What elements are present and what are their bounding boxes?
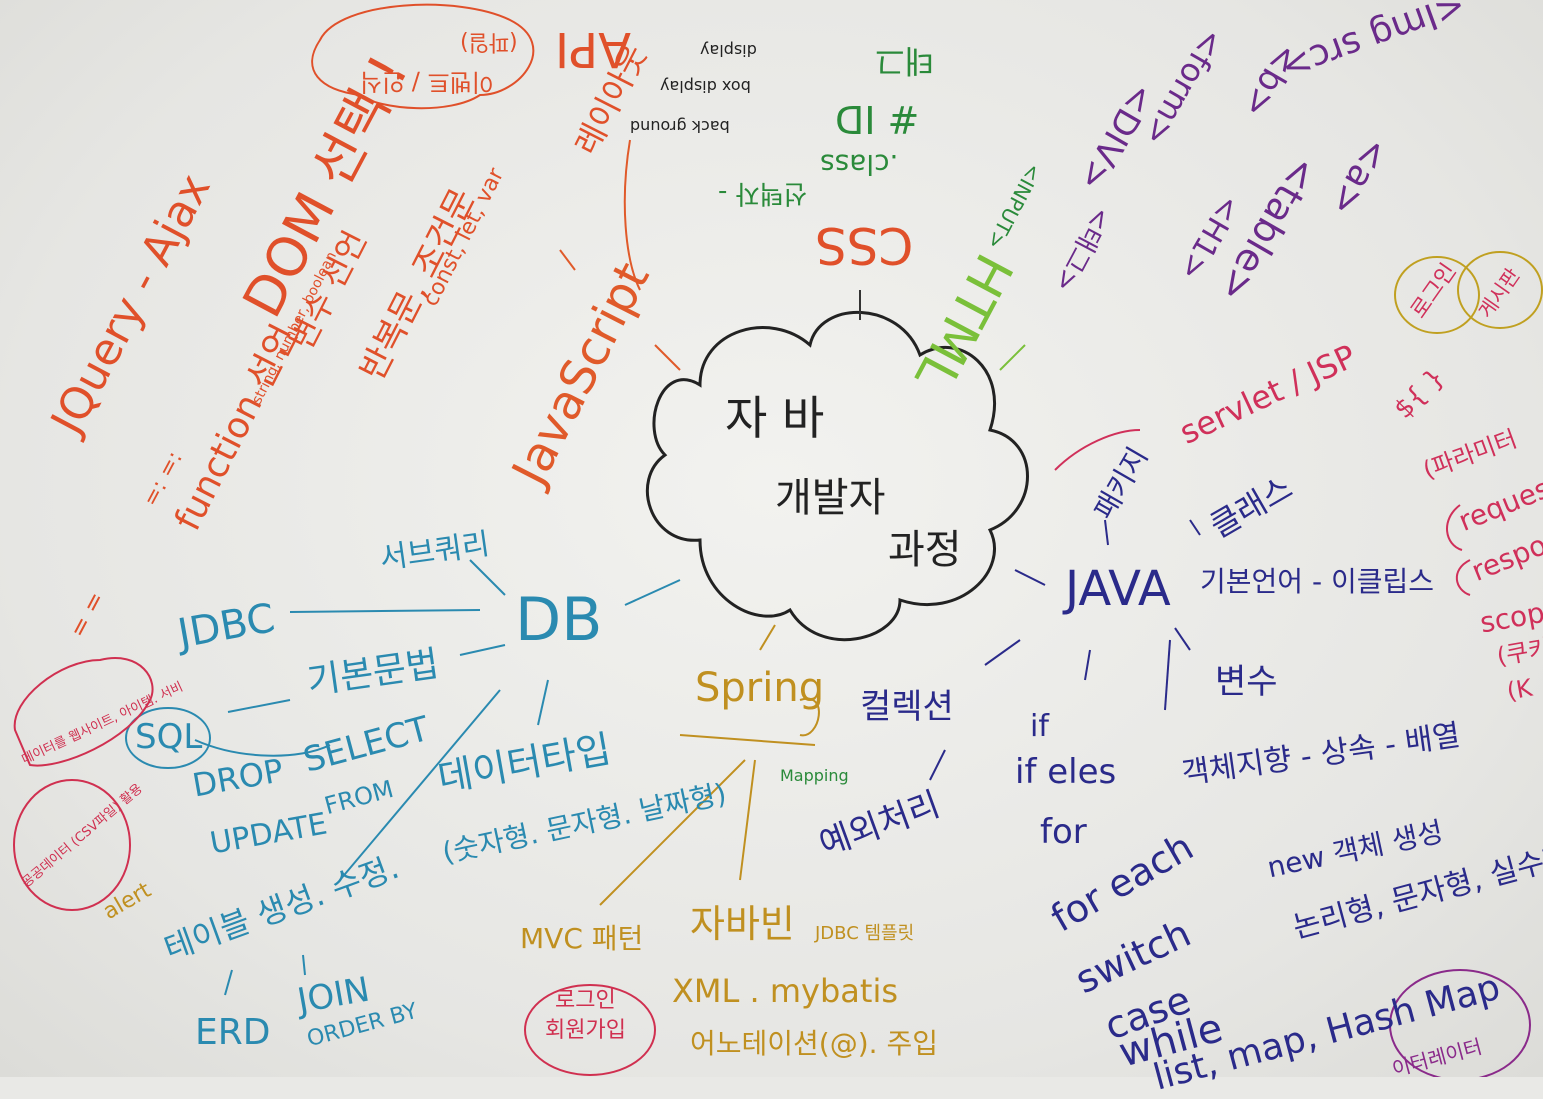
cloud-top-label: 이벤트 / 인식	[360, 68, 494, 96]
css-props2: box display	[660, 77, 751, 96]
center-title: 자 바	[725, 391, 825, 445]
java-for: for	[1040, 812, 1087, 852]
css-selector: 선택자 -	[718, 178, 808, 208]
servlet-cookie: (쿠키	[1494, 633, 1543, 671]
java-collection: 컬렉션	[860, 687, 954, 727]
css-title: CSS	[815, 216, 914, 274]
spring-bean: 자바빈	[690, 902, 795, 946]
db-erd: ERD	[195, 1012, 271, 1053]
spring-mvc: MVC 패턴	[520, 922, 644, 955]
spring-title: Spring	[695, 665, 825, 711]
center-caption: 과정	[888, 527, 962, 573]
api-sub-label: (파일)	[460, 29, 518, 54]
spring-jdbc-template: JDBC 템플릿	[815, 923, 915, 944]
java-if: if	[1030, 709, 1049, 744]
servlet-k: (K	[1504, 673, 1535, 706]
center-subtitle: 개발자	[775, 475, 886, 521]
spring-join: 회원가입	[545, 1018, 626, 1043]
css-class: .class	[820, 148, 899, 181]
css-props1: back ground	[630, 117, 730, 136]
db-sql: SQL	[135, 717, 203, 757]
spring-xml: XML . mybatis	[672, 972, 899, 1010]
connector-lines	[13, 3, 1543, 1077]
db-title: DB	[515, 585, 603, 655]
css-id: # ID	[835, 97, 920, 141]
java-title: JAVA	[1065, 561, 1171, 617]
spring-mapping: Mapping	[780, 766, 849, 785]
pink-cloud-1	[13, 657, 154, 767]
java-variable: 변수	[1215, 662, 1278, 702]
spring-login: 로그인	[555, 988, 616, 1013]
java-basic: 기본언어 - 이클립스	[1200, 565, 1434, 598]
java-ifelse: if eles	[1015, 752, 1117, 792]
pink-cloud-2	[13, 779, 131, 911]
pink-cloud-3	[524, 984, 656, 1076]
css-tag: 태그	[875, 42, 934, 80]
css-props3: display	[700, 41, 757, 60]
pink-cloud-4	[1389, 969, 1531, 1077]
spring-annotation: 어노테이션(@). 주입	[690, 1027, 938, 1060]
center-cloud-shape	[646, 311, 1029, 642]
red-cloud	[311, 3, 535, 110]
